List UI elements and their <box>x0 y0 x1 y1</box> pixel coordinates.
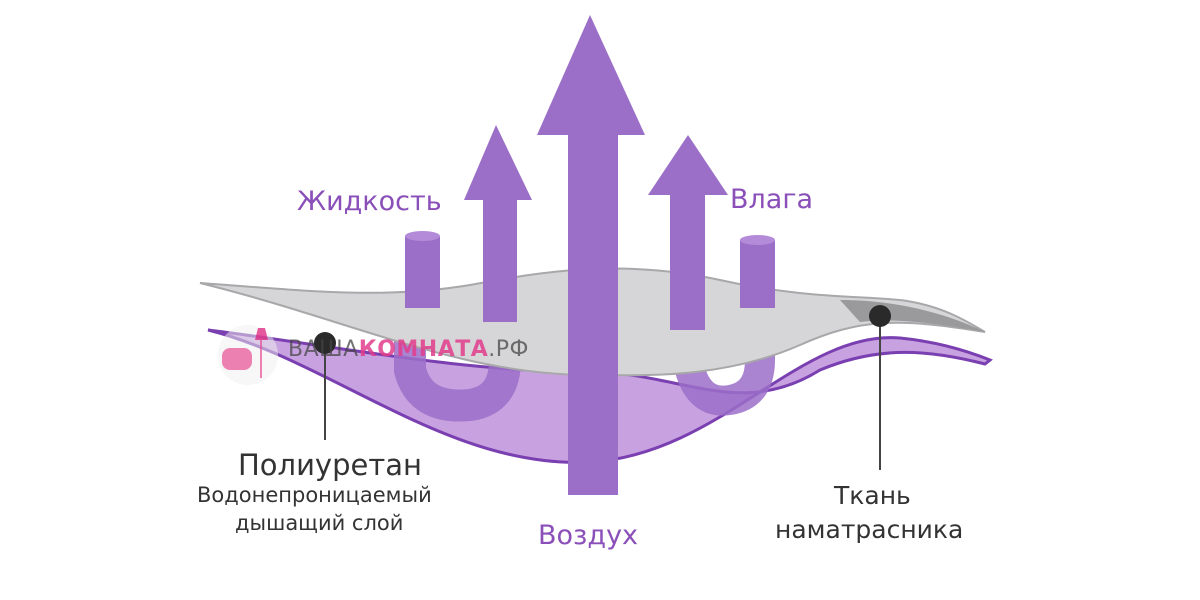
fabric-label-1: Ткань <box>834 481 911 510</box>
liquid-label: Жидкость <box>297 186 442 217</box>
watermark-text: ВАШАКОМНАТА.РФ <box>288 337 529 362</box>
moisture-cylinder <box>740 240 775 308</box>
moisture-label: Влага <box>730 184 814 215</box>
waterproof-label: Водонепроницаемый <box>197 483 432 507</box>
air-arrow-main <box>537 15 645 420</box>
polyurethane-label: Полиуретан <box>238 448 422 482</box>
liquid-arrow <box>464 125 532 322</box>
moisture-loop <box>675 330 775 416</box>
fabric-dot <box>869 305 891 327</box>
liquid-loop <box>394 330 521 422</box>
air-label: Воздух <box>538 520 639 551</box>
watermark-logo <box>218 325 278 385</box>
fabric-label-2: наматрасника <box>775 515 964 544</box>
moisture-arrow <box>648 135 728 330</box>
breathable-label: дышащий слой <box>235 511 404 535</box>
polyurethane-dot <box>314 332 336 354</box>
liquid-cylinder <box>405 236 440 308</box>
